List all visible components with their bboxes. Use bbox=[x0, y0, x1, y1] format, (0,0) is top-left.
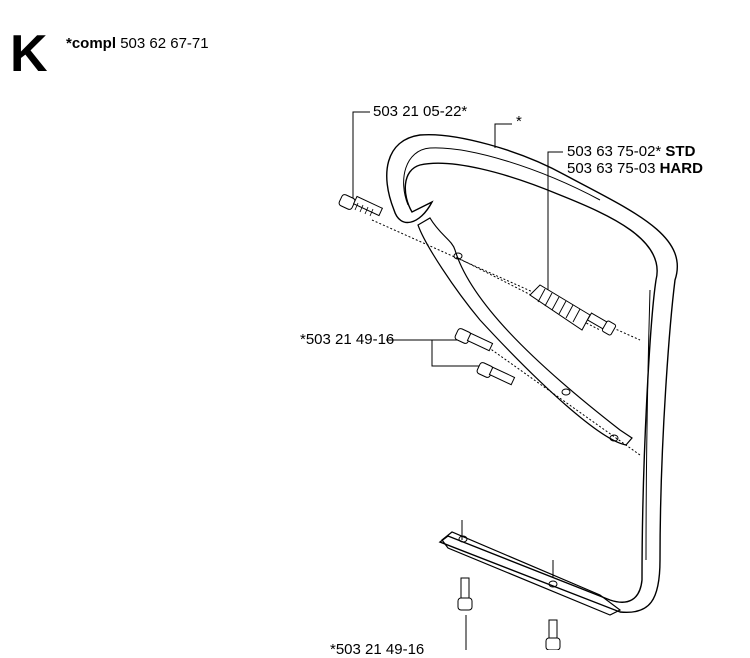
alignment-line-bottom bbox=[484, 344, 641, 456]
section-letter: K bbox=[10, 25, 48, 83]
mounting-bracket bbox=[417, 217, 633, 446]
vibration-hard-number: 503 63 75-03 bbox=[567, 160, 656, 177]
label-screw-top: 503 21 05-22* bbox=[373, 103, 468, 120]
label-screw-pair: *503 21 49-16 bbox=[300, 331, 395, 348]
bottom-foot-plate bbox=[441, 531, 622, 616]
leader-screw-pair bbox=[386, 339, 484, 367]
handle-inner-groove bbox=[403, 147, 601, 206]
vibration-std-number: 503 63 75-02* bbox=[567, 143, 662, 160]
vibration-damper bbox=[529, 284, 617, 336]
bracket-hole-end bbox=[609, 434, 619, 442]
label-vibration-std: 503 63 75-02* STD bbox=[567, 144, 695, 159]
kit-number: *compl 503 62 67-71 bbox=[66, 35, 209, 52]
leader-screw-top bbox=[352, 111, 370, 200]
label-handle-mark: * bbox=[516, 113, 522, 130]
screw-pair bbox=[454, 328, 516, 386]
foot-hole-left bbox=[458, 535, 468, 543]
kit-part-number: 503 62 67-71 bbox=[120, 35, 209, 52]
leader-handle bbox=[494, 123, 512, 148]
leader-vibration-damper bbox=[547, 151, 563, 290]
label-vibration-hard: 503 63 75-03 HARD bbox=[567, 161, 703, 176]
bracket-hole-top bbox=[453, 252, 463, 260]
vibration-std-tag: STD bbox=[665, 143, 696, 160]
foot-hole-right bbox=[548, 580, 558, 588]
screw-top bbox=[338, 194, 384, 217]
bracket-hole-middle bbox=[561, 388, 571, 396]
kit-prefix: *compl bbox=[66, 35, 117, 52]
bottom-screws bbox=[457, 577, 561, 650]
vibration-hard-tag: HARD bbox=[659, 160, 703, 177]
front-handle-bar bbox=[386, 133, 678, 614]
handle-side-groove bbox=[645, 289, 651, 561]
